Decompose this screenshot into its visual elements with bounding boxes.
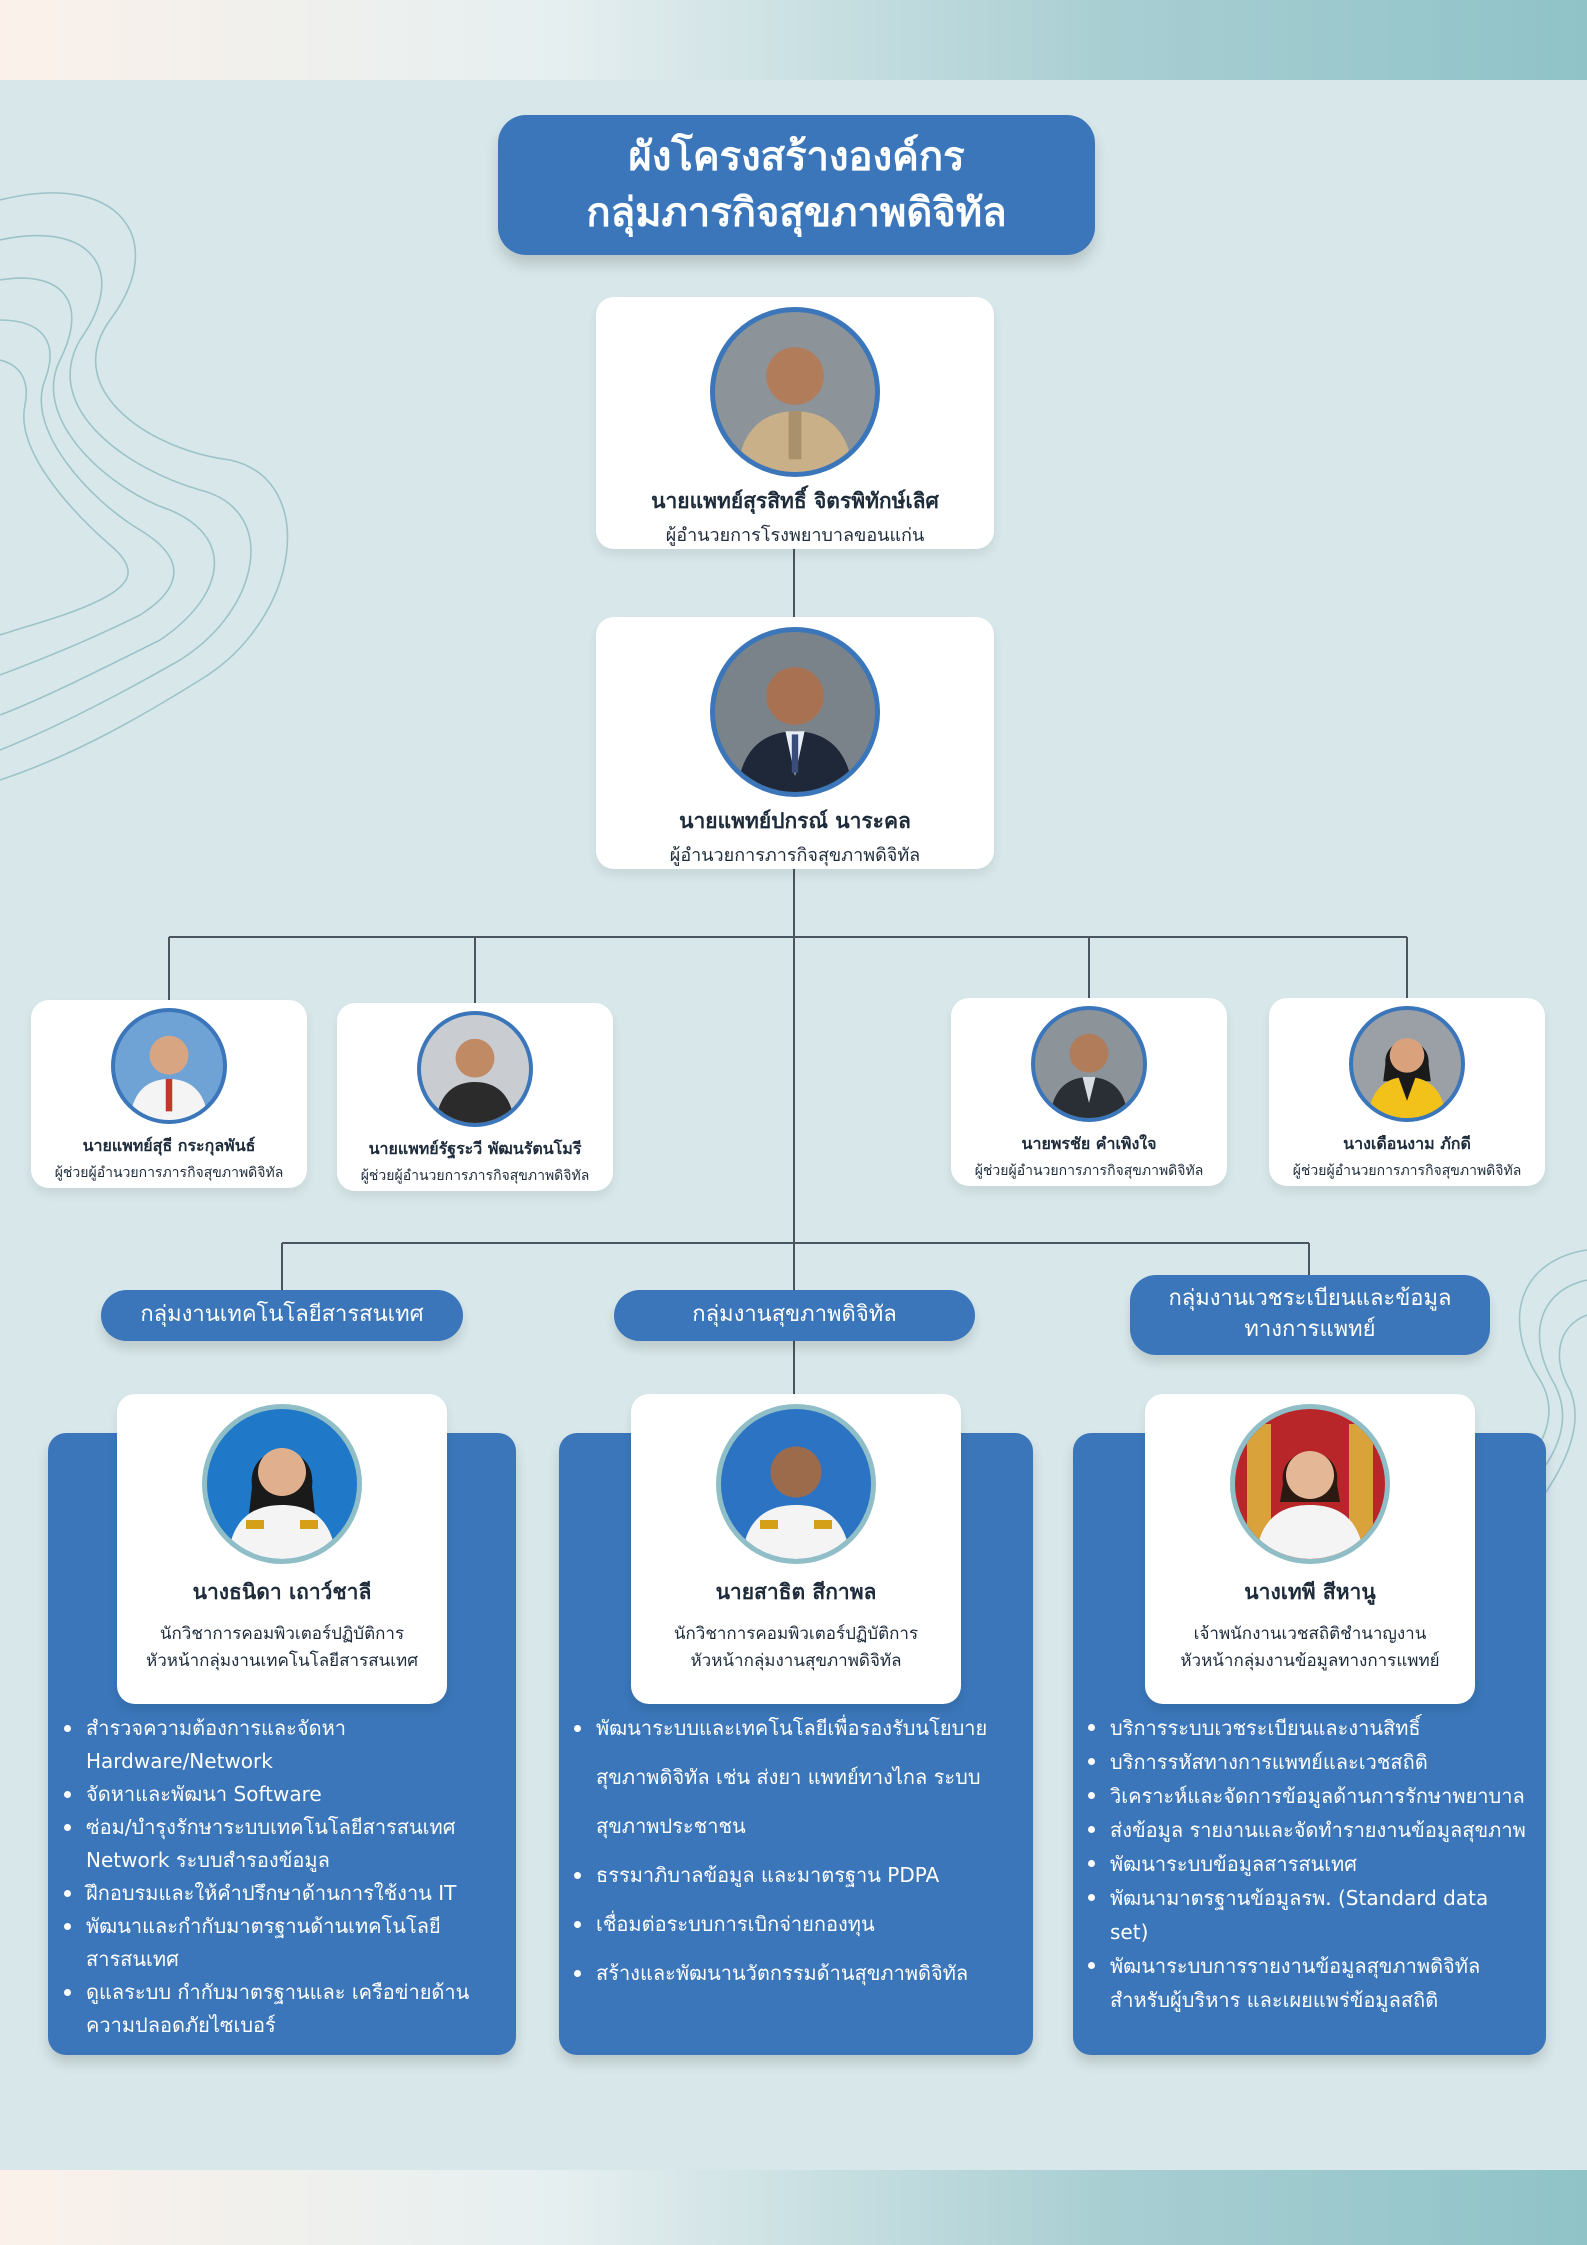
- assistant-role-3: ผู้ช่วยผู้อำนวยการภารกิจสุขภาพดิจิทัล: [974, 1163, 1204, 1179]
- group-label-medical-records-text: กลุ่มงานเวชระเบียนและข้อมูลทางการแพทย์: [1168, 1286, 1452, 1342]
- assistant-card-2: นายแพทย์รัฐระวี พัฒนรัตนโมรี ผู้ช่วยผู้อ…: [337, 1003, 613, 1191]
- assistant-name-2: นายแพทย์รัฐระวี พัฒนรัตนโมรี: [368, 1139, 582, 1158]
- group-head-card-it: นางธนิดา เถาว์ชาลี นักวิชาการคอมพิวเตอร์…: [117, 1394, 447, 1704]
- person-photo-icon: [737, 347, 853, 472]
- group-head-card-medical-records: นางเทพี สีหานู เจ้าพนักงานเวชสถิติชำนาญง…: [1145, 1394, 1475, 1704]
- duty-item: วิเคราะห์และจัดการข้อมูลด้านการรักษาพยาบ…: [1086, 1779, 1531, 1813]
- assistant-role-2: ผู้ช่วยผู้อำนวยการภารกิจสุขภาพดิจิทัล: [360, 1168, 590, 1184]
- top-band: [0, 0, 1587, 80]
- assistant-name-1: นายแพทย์สุธี กระกุลพันธ์: [82, 1136, 256, 1155]
- director-name: นายแพทย์สุรสิทธิ์ จิตรพิทักษ์เลิศ: [651, 489, 939, 513]
- assistant-photo-3: [1031, 1006, 1147, 1122]
- person-photo-icon: [436, 1038, 514, 1123]
- group-head-photo-medical-records: [1230, 1404, 1390, 1564]
- assistant-photo-4: [1349, 1006, 1465, 1122]
- duty-item: สร้างและพัฒนานวัตกรรมด้านสุขภาพดิจิทัล: [572, 1949, 1008, 1998]
- person-photo-icon: [130, 1035, 208, 1120]
- group-label-digital-health-text: กลุ่มงานสุขภาพดิจิทัล: [692, 1302, 897, 1328]
- mission-director-role: ผู้อำนวยการภารกิจสุขภาพดิจิทัล: [669, 845, 921, 866]
- person-photo-icon: [1247, 1424, 1373, 1559]
- duty-item: ฝึกอบรมและให้คำปรึกษาด้านการใช้งาน IT: [62, 1877, 482, 1910]
- duty-item: เชื่อมต่อระบบการเบิกจ่ายกองทุน: [572, 1900, 1008, 1949]
- duty-list-digital-health: พัฒนาระบบและเทคโนโลยีเพื่อรองรับนโยบายสุ…: [572, 1704, 1008, 1998]
- group-head-role-medical-records-2: หัวหน้ากลุ่มงานข้อมูลทางการแพทย์: [1180, 1651, 1440, 1672]
- person-photo-icon: [228, 1448, 336, 1559]
- group-head-name-digital-health: นายสาธิต สีกาพล: [715, 1580, 877, 1604]
- assistant-card-4: นางเดือนงาม ภักดี ผู้ช่วยผู้อำนวยการภารก…: [1269, 998, 1545, 1186]
- duty-item: สำรวจความต้องการและจัดหา Hardware/Networ…: [62, 1712, 482, 1778]
- group-label-medical-records: กลุ่มงานเวชระเบียนและข้อมูลทางการแพทย์: [1130, 1275, 1490, 1355]
- assistant-card-1: นายแพทย์สุธี กระกุลพันธ์ ผู้ช่วยผู้อำนวย…: [31, 1000, 307, 1188]
- duty-item: บริการรหัสทางการแพทย์และเวชสถิติ: [1086, 1745, 1531, 1779]
- group-head-role-digital-health-2: หัวหน้ากลุ่มงานสุขภาพดิจิทัล: [690, 1651, 902, 1672]
- group-head-name-medical-records: นางเทพี สีหานู: [1244, 1580, 1376, 1604]
- mission-director-card: นายแพทย์ปกรณ์ นาระคล ผู้อำนวยการภารกิจสุ…: [596, 617, 994, 869]
- group-head-photo-digital-health: [716, 1404, 876, 1564]
- person-photo-icon: [742, 1446, 850, 1559]
- group-head-role-it-2: หัวหน้ากลุ่มงานเทคโนโลยีสารสนเทศ: [145, 1651, 419, 1672]
- duty-item: พัฒนามาตรฐานข้อมูลรพ. (Standard data set…: [1086, 1881, 1531, 1949]
- duty-item: ดูแลระบบ กำกับมาตรฐานและ เครือข่ายด้านคว…: [62, 1976, 482, 2042]
- duty-list-medical-records: บริการระบบเวชระเบียนและงานสิทธิ์ บริการร…: [1086, 1711, 1531, 2017]
- duty-item: พัฒนาและกำกับมาตรฐานด้านเทคโนโลยีสารสนเท…: [62, 1910, 482, 1976]
- bottom-band: [0, 2170, 1587, 2245]
- assistant-photo-2: [417, 1011, 533, 1127]
- duty-item: บริการระบบเวชระเบียนและงานสิทธิ์: [1086, 1711, 1531, 1745]
- person-photo-icon: [737, 667, 853, 792]
- chart-title-line2: กลุ่มภารกิจสุขภาพดิจิทัล: [586, 190, 1007, 236]
- director-photo: [710, 307, 880, 477]
- contour-decoration-left: [0, 192, 289, 781]
- duty-item: พัฒนาระบบข้อมูลสารสนเทศ: [1086, 1847, 1531, 1881]
- assistant-name-3: นายพรชัย คำเพิงใจ: [1021, 1134, 1157, 1153]
- group-label-it: กลุ่มงานเทคโนโลยีสารสนเทศ: [101, 1290, 463, 1341]
- assistant-role-1: ผู้ช่วยผู้อำนวยการภารกิจสุขภาพดิจิทัล: [54, 1165, 284, 1181]
- assistant-photo-1: [111, 1008, 227, 1124]
- group-head-role-digital-health-1: นักวิชาการคอมพิวเตอร์ปฏิบัติการ: [673, 1624, 919, 1644]
- person-photo-icon: [1368, 1038, 1446, 1118]
- assistant-name-4: นางเดือนงาม ภักดี: [1343, 1134, 1471, 1153]
- director-role: ผู้อำนวยการโรงพยาบาลขอนแก่น: [665, 525, 925, 546]
- chart-title: ผังโครงสร้างองค์กร กลุ่มภารกิจสุขภาพดิจิ…: [498, 115, 1095, 255]
- director-card: นายแพทย์สุรสิทธิ์ จิตรพิทักษ์เลิศ ผู้อำน…: [596, 297, 994, 549]
- mission-director-photo: [710, 627, 880, 797]
- group-head-card-digital-health: นายสาธิต สีกาพล นักวิชาการคอมพิวเตอร์ปฏิ…: [631, 1394, 961, 1704]
- group-head-role-it-1: นักวิชาการคอมพิวเตอร์ปฏิบัติการ: [159, 1624, 405, 1644]
- group-head-role-medical-records-1: เจ้าพนักงานเวชสถิติชำนาญงาน: [1193, 1624, 1427, 1644]
- group-label-digital-health: กลุ่มงานสุขภาพดิจิทัล: [614, 1290, 975, 1341]
- duty-item: จัดหาและพัฒนา Software: [62, 1778, 482, 1811]
- group-head-photo-it: [202, 1404, 362, 1564]
- duty-item: ธรรมาภิบาลข้อมูล และมาตรฐาน PDPA: [572, 1851, 1008, 1900]
- group-head-name-it: นางธนิดา เถาว์ชาลี: [192, 1580, 372, 1604]
- duty-item: พัฒนาระบบและเทคโนโลยีเพื่อรองรับนโยบายสุ…: [572, 1704, 1008, 1851]
- chart-title-line1: ผังโครงสร้างองค์กร: [628, 134, 965, 180]
- assistant-card-3: นายพรชัย คำเพิงใจ ผู้ช่วยผู้อำนวยการภารก…: [951, 998, 1227, 1186]
- assistant-role-4: ผู้ช่วยผู้อำนวยการภารกิจสุขภาพดิจิทัล: [1292, 1163, 1522, 1179]
- duty-item: ส่งข้อมูล รายงานและจัดทำรายงานข้อมูลสุขภ…: [1086, 1813, 1531, 1847]
- person-photo-icon: [1050, 1033, 1128, 1118]
- group-label-it-text: กลุ่มงานเทคโนโลยีสารสนเทศ: [140, 1302, 424, 1328]
- mission-director-name: นายแพทย์ปกรณ์ นาระคล: [679, 809, 911, 833]
- duty-item: ซ่อม/บำรุงรักษาระบบเทคโนโลยีสารสนเทศ Net…: [62, 1811, 482, 1877]
- duty-list-it: สำรวจความต้องการและจัดหา Hardware/Networ…: [62, 1712, 482, 2042]
- duty-item: พัฒนาระบบการรายงานข้อมูลสุขภาพดิจิทัล สำ…: [1086, 1949, 1531, 2017]
